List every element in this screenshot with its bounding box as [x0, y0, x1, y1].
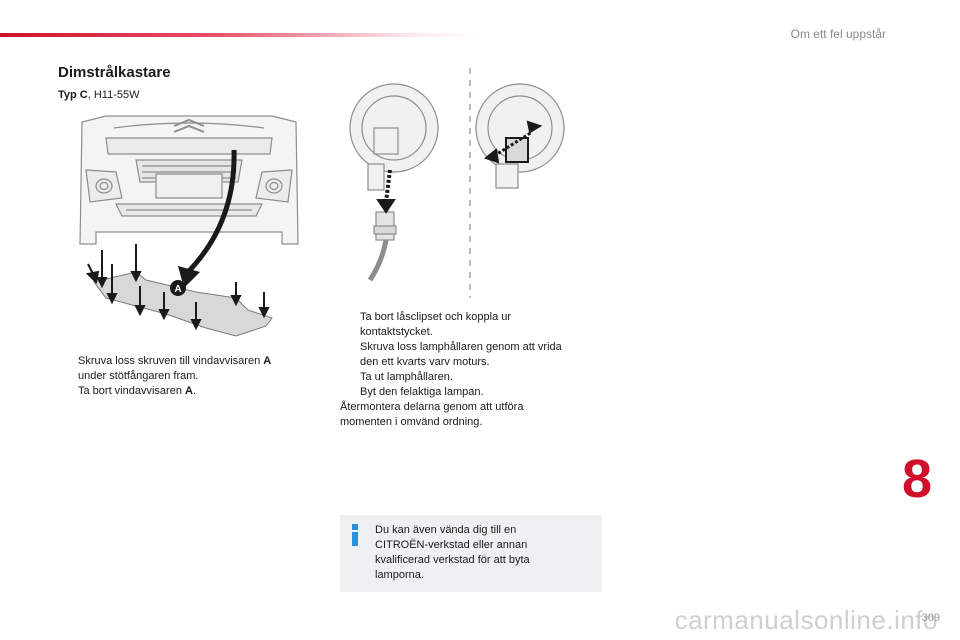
fog-lamp-connector-illustration [349, 68, 565, 298]
info-text: Du kan även vända dig till en CITROËN-ve… [375, 524, 530, 581]
list-item: Ta ut lamphållaren. [360, 371, 453, 383]
section-subtitle: Typ C, H11-55W [58, 89, 140, 101]
bulb-spec: , H11-55W [87, 89, 140, 101]
info-icon [352, 524, 361, 546]
chapter-tab-number: 8 [902, 449, 933, 509]
chapter-title: Om ett fel uppstår [790, 27, 886, 41]
left-instructions: Skruva loss skruven till vindavvisaren A… [58, 354, 308, 399]
car-front-illustration: A [79, 115, 299, 337]
header-accent-bar [0, 33, 480, 37]
page-number: 309 [921, 612, 940, 624]
list-item: Ta bort vindavvisaren A. [78, 385, 197, 397]
list-item: Byt den felaktiga lampan. [360, 386, 484, 398]
info-box: Du kan även vända dig till en CITROËN-ve… [340, 515, 602, 592]
watermark: carmanualsonline.info [674, 605, 938, 635]
list-item: Skruva loss skruven till vindavvisaren A… [78, 355, 272, 382]
deflector-label: A [174, 284, 181, 295]
section-title: Dimstrålkastare [58, 64, 171, 81]
bulb-type: Typ C [58, 89, 88, 101]
list-item: Skruva loss lamphållaren genom att vrida… [360, 341, 562, 368]
